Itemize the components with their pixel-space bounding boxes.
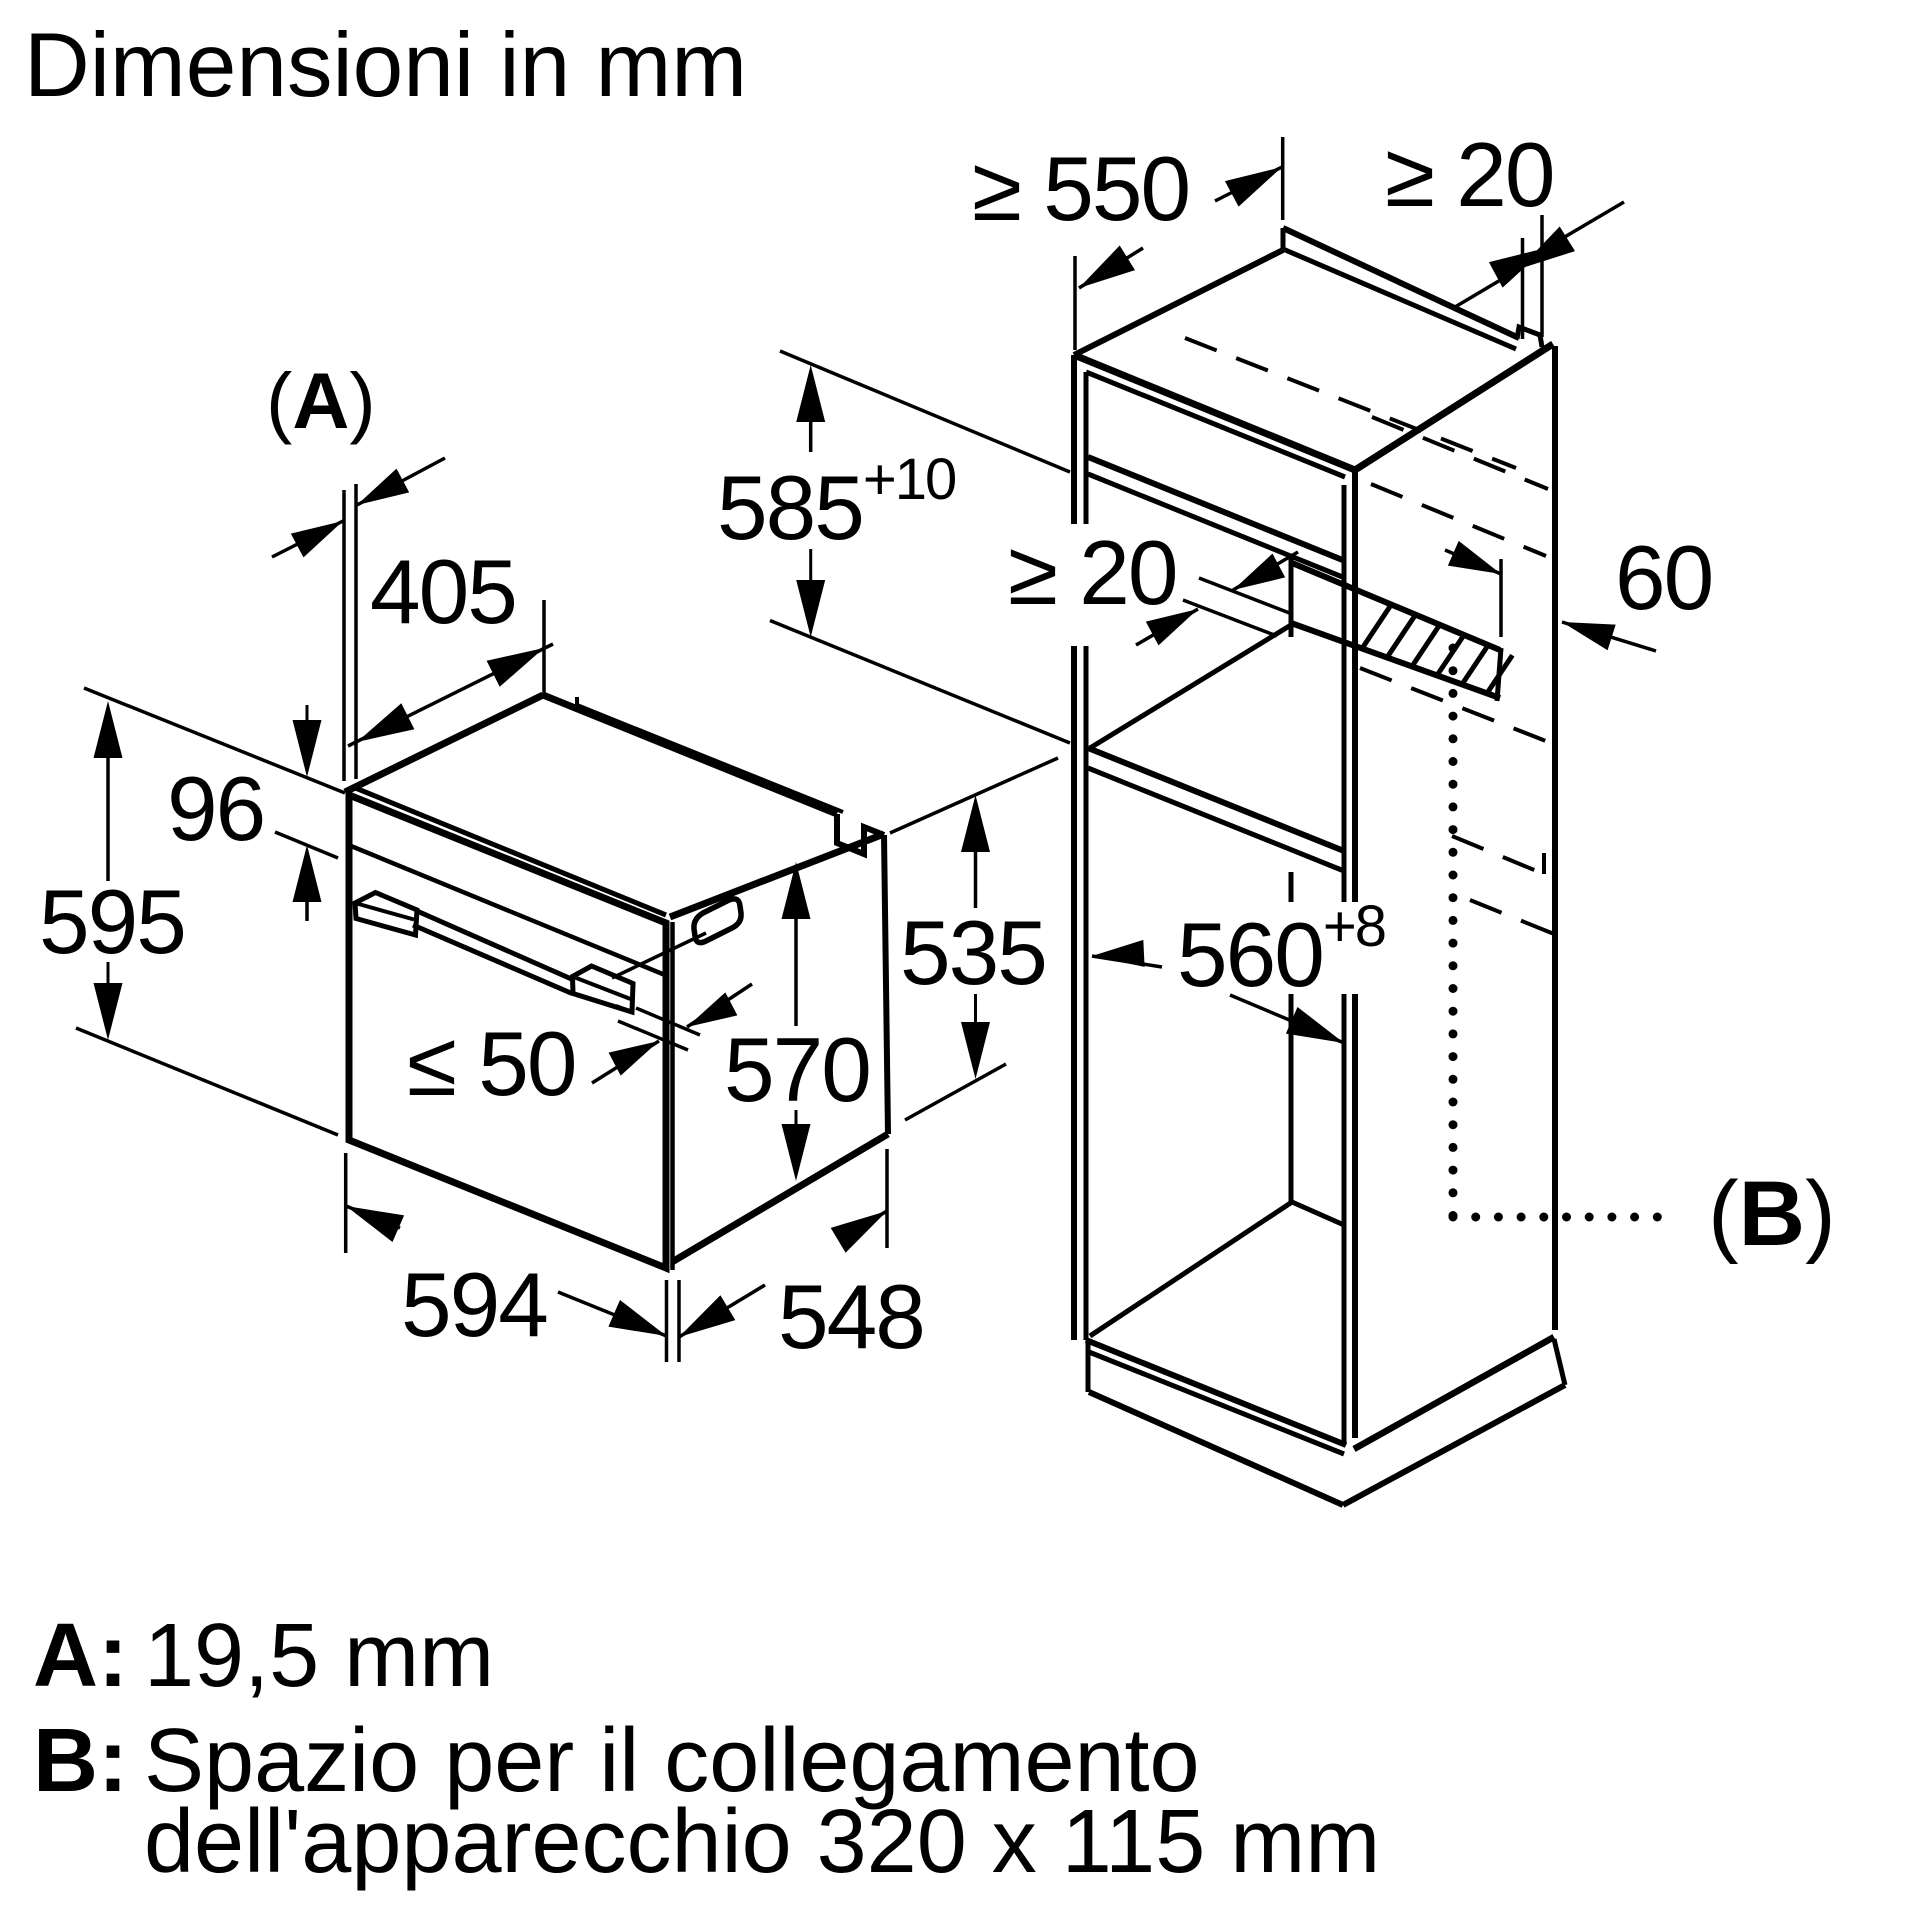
svg-text:≥ 20: ≥ 20: [1008, 523, 1176, 624]
svg-text:560+8: 560+8: [1177, 894, 1385, 1006]
svg-text:585+10: 585+10: [717, 447, 955, 559]
svg-text:96: 96: [167, 759, 264, 860]
svg-text:595: 595: [39, 872, 185, 973]
svg-text:≤ 50: ≤ 50: [407, 1014, 575, 1115]
svg-text:594: 594: [401, 1255, 547, 1356]
svg-text:570: 570: [724, 1020, 870, 1121]
svg-text:Spazio per il collegamento: Spazio per il collegamento: [144, 1711, 1200, 1811]
svg-text:dell'apparecchio 320 x 115 mm: dell'apparecchio 320 x 115 mm: [144, 1792, 1380, 1892]
svg-text:Dimensioni in mm: Dimensioni in mm: [24, 15, 747, 116]
svg-text:548: 548: [778, 1267, 924, 1368]
svg-text:405: 405: [370, 542, 516, 643]
svg-text:≥ 550: ≥ 550: [972, 139, 1189, 240]
svg-text:A:: A:: [33, 1606, 128, 1706]
svg-text:B:: B:: [33, 1711, 128, 1811]
svg-text:60: 60: [1615, 528, 1712, 629]
svg-text:19,5 mm: 19,5 mm: [144, 1606, 494, 1706]
svg-text:535: 535: [900, 903, 1046, 1004]
svg-text:(A): (A): [266, 356, 376, 445]
svg-text:(B): (B): [1708, 1163, 1836, 1265]
svg-text:≥ 20: ≥ 20: [1385, 125, 1553, 226]
